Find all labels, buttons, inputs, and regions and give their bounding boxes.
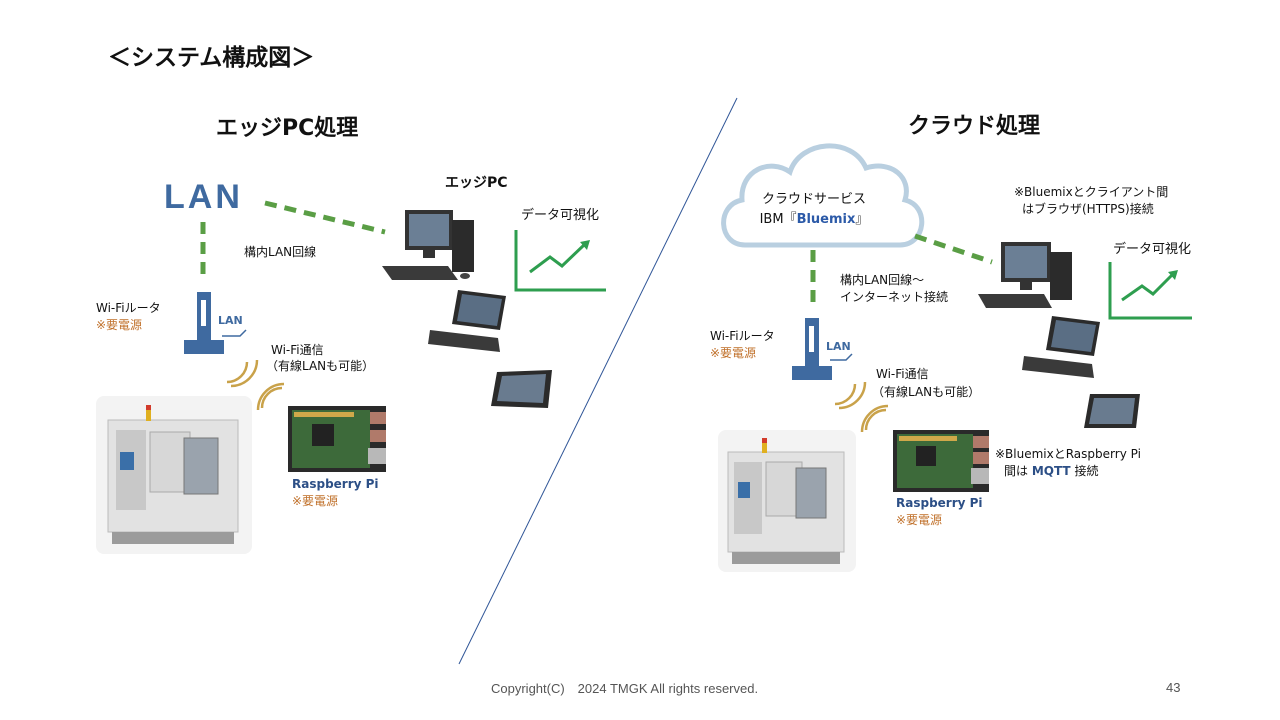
right-cloud-to-pc-dash [914,233,993,265]
right-router-label: Wi-Fiルータ [710,329,775,343]
left-rpi-power-note: ※要電源 [292,494,339,508]
slide-title: ＜システム構成図＞ [108,45,315,71]
left-section-title: エッジPC処理 [216,116,359,141]
cloud-bluemix: Bluemix [796,212,856,227]
right-note1-line2: はブラウザ(HTTPS)接続 [1022,202,1154,216]
left-machine-image [96,396,252,554]
right-wifi-signal-icon [834,381,889,433]
right-lan-line1: 構内LAN回線～ [840,273,925,287]
note2-mqtt: MQTT [1031,464,1071,478]
cloud-line2: IBM『Bluemix』 [724,210,904,230]
left-wifi-label-line1: Wi-Fi通信 [271,343,324,357]
right-cloud-text: クラウドサービス IBM『Bluemix』 [724,190,904,230]
left-wifi-signal-icon [226,359,285,411]
note2-suffix: 接続 [1070,464,1099,478]
left-tablet-icon [491,370,552,408]
right-machine-image [718,430,856,572]
cloud-ibm: IBM『 [759,212,797,227]
right-note2-line2: 間は MQTT 接続 [1004,463,1098,479]
right-router-lan-label: LAN [826,340,851,353]
left-router-icon [184,292,247,354]
right-section-title: クラウド処理 [908,114,1041,139]
right-lan-line2: インターネット接続 [840,290,949,304]
left-laptop-icon [428,290,506,352]
left-router-label: Wi-Fiルータ [96,301,161,315]
page-number: 43 [1166,680,1181,695]
left-router-lan-label: LAN [218,314,243,327]
right-wifi-label-line2: （有線LANも可能） [872,385,981,399]
right-rpi-power-note: ※要電源 [896,513,943,527]
left-chart-icon [514,230,606,292]
right-laptop-icon [1022,316,1100,378]
left-edge-pc-label: エッジPC [445,175,508,191]
right-note1-line1: ※Bluemixとクライアント間 [1014,185,1169,199]
left-rpi-label: Raspberry Pi [292,477,379,491]
left-data-viz-label: データ可視化 [521,208,600,223]
footer-copyright: Copyright(C) 2024 TMGK All rights reserv… [491,681,759,696]
cloud-line1: クラウドサービス [761,192,866,207]
left-lan-line-label: 構内LAN回線 [244,245,317,259]
right-tablet-icon [1084,394,1140,428]
right-note2-line1: ※BluemixとRaspberry Pi [995,447,1141,461]
left-desktop-pc-icon [382,210,474,280]
note2-prefix: 間は [1004,464,1032,478]
left-router-power-note: ※要電源 [96,318,143,332]
divider-line [458,97,738,665]
cloud-close: 』 [855,212,869,227]
right-rpi-label: Raspberry Pi [896,496,983,510]
right-router-power-note: ※要電源 [710,346,757,360]
left-wifi-label-line2: （有線LANも可能） [266,359,375,373]
left-lan-to-pc-dash [264,200,386,235]
right-cloud-icon [721,143,925,248]
left-lan-label: LAN [164,178,243,216]
right-router-icon [792,318,853,380]
right-chart-icon [1108,262,1192,320]
right-wifi-label-line1: Wi-Fi通信 [876,367,929,381]
right-desktop-pc-icon [978,242,1072,308]
left-raspberry-pi-image [288,406,386,472]
right-raspberry-pi-image [893,430,989,492]
right-data-viz-label: データ可視化 [1113,242,1192,257]
